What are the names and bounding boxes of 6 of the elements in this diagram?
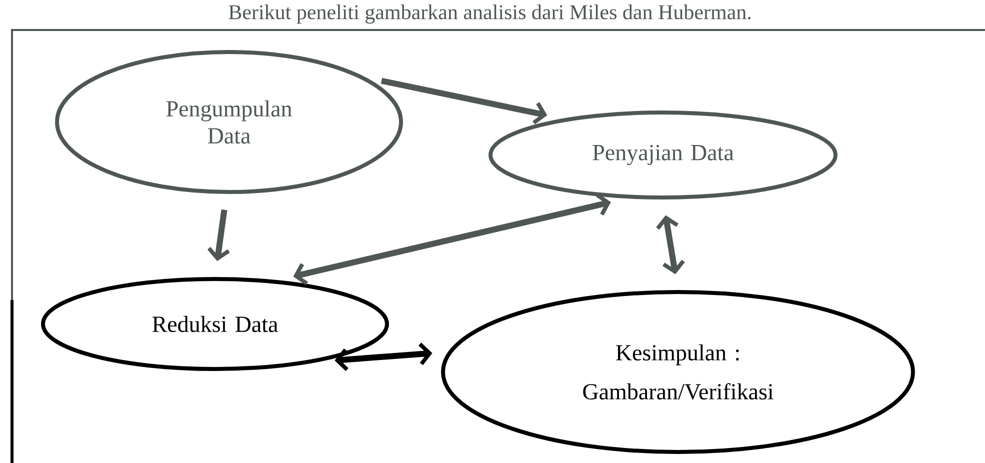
arrow <box>334 342 432 372</box>
arrow <box>293 193 611 286</box>
heading: Berikut peneliti gambarkan analisis dari Miles dan Huberman. <box>228 4 751 24</box>
arrow <box>656 215 685 274</box>
arrow <box>380 78 548 124</box>
arrow <box>207 209 230 262</box>
